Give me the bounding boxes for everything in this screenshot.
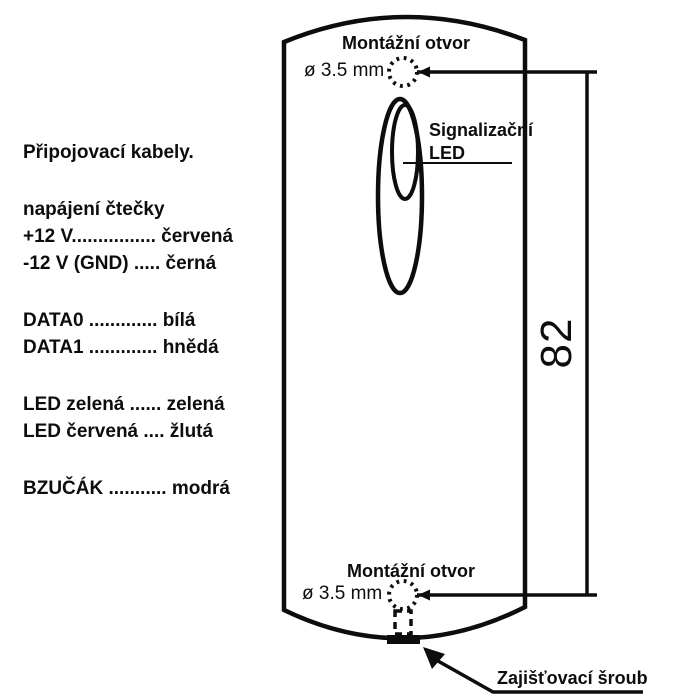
led-inner-ellipse [390,103,420,201]
bottom-mounting-hole-diameter: ø 3.5 mm [302,583,383,604]
dimension-arrow-bottom-icon [418,589,430,601]
dimension-value: 82 [532,317,581,369]
top-mounting-hole-diameter: ø 3.5 mm [304,60,385,81]
legend-line: LED červená .... žlutá [23,421,214,442]
securing-screw [387,635,420,644]
device-outline [281,14,528,641]
cable-legend: Připojovací kabely. napájení čtečky +12 … [23,139,233,502]
legend-line: BZUČÁK ........... modrá [23,478,230,499]
led-outer-ellipse [375,96,425,296]
legend-line: +12 V................ červená [23,226,234,247]
bottom-mounting-hole-circle [387,579,419,611]
legend-line: LED zelená ...... zelená [23,394,225,415]
screw-leader-line [437,659,643,694]
led-label-line2: LED [429,143,465,163]
top-mounting-hole-circle [387,56,419,88]
led-label-line1: Signalizační [429,120,534,140]
screw-arrowhead-icon [423,647,445,669]
bottom-mounting-hole-label: Montážní otvor [347,561,475,581]
legend-line: DATA0 ............. bílá [23,310,196,331]
securing-screw-hidden-outline [393,609,413,636]
legend-line: napájení čtečky [23,199,165,220]
legend-line: DATA1 ............. hnědá [23,337,219,358]
cable-legend-title: Připojovací kabely. [23,142,194,163]
securing-screw-label: Zajišťovací šroub [497,668,648,688]
dimension-arrow-top-icon [418,66,430,78]
top-mounting-hole-label: Montážní otvor [342,33,470,53]
legend-line: -12 V (GND) ..... černá [23,253,217,274]
